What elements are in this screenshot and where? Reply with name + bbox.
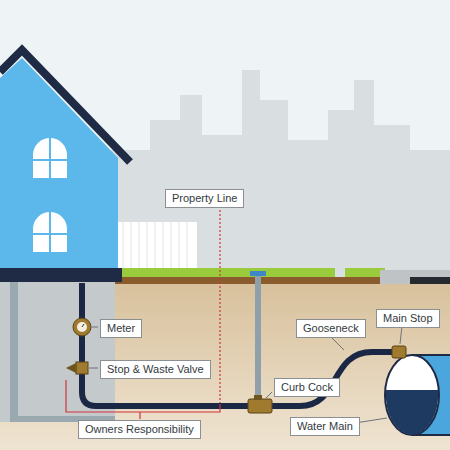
callout-box: Stop & Waste Valve [100, 360, 211, 379]
callout-box: Property Line [165, 189, 244, 208]
callout-text: Owners Responsibility [85, 423, 194, 436]
callout-box: Gooseneck [296, 319, 366, 338]
callout-box: Meter [100, 319, 142, 338]
bracket-label: Owners Responsibility [78, 420, 201, 439]
callout-text: Gooseneck [303, 322, 359, 335]
callout-box: Main Stop [376, 309, 440, 328]
callout-text: Curb Cock [281, 381, 333, 394]
callout-text: Meter [107, 322, 135, 335]
callout-text: Property Line [172, 192, 237, 205]
callout-box: Curb Cock [274, 378, 340, 397]
callout-text: Main Stop [383, 312, 433, 325]
callout-text: Water Main [297, 420, 353, 433]
callout-box: Water Main [290, 417, 360, 436]
callout-text: Stop & Waste Valve [107, 363, 204, 376]
